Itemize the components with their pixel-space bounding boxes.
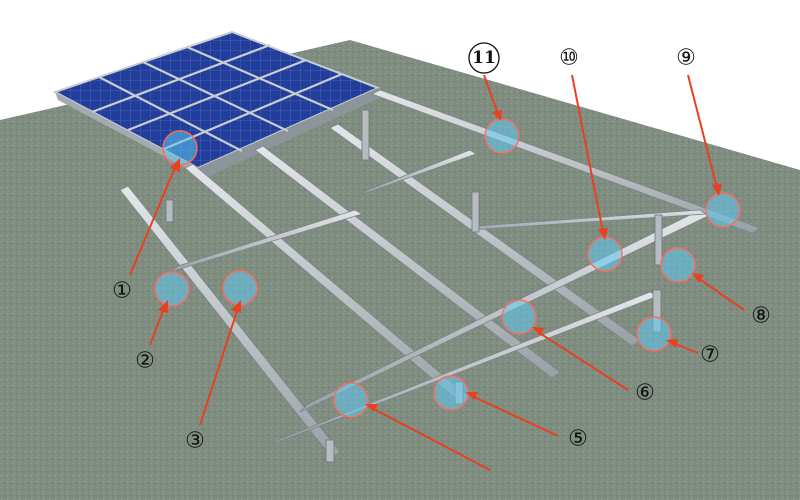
- callout-3: ③: [185, 429, 205, 454]
- callout-7: ⑦: [700, 343, 720, 368]
- callout-9: ⑨: [676, 46, 696, 71]
- callout-7-label: ⑦: [700, 343, 720, 368]
- highlight-8: [660, 247, 696, 283]
- callout-6-label: ⑥: [635, 381, 655, 406]
- mounting-rails: [119, 89, 761, 459]
- callout-1-label: ①: [112, 279, 132, 304]
- highlight-11: [484, 118, 520, 154]
- callout-5-label: ⑤: [568, 427, 588, 452]
- solar-panel-array: [52, 30, 384, 178]
- highlight-markers: [154, 118, 741, 418]
- callout-5: ⑤: [568, 427, 588, 452]
- callout-1: ①: [112, 279, 132, 304]
- callout-8-label: ⑧: [751, 304, 771, 329]
- callout-9-label: ⑨: [676, 46, 696, 71]
- callout-10-label: ⑩: [559, 46, 579, 71]
- highlight-2: [154, 271, 190, 307]
- highlight-3: [222, 270, 258, 306]
- highlight-4: [333, 382, 369, 418]
- callout-8: ⑧: [751, 304, 771, 329]
- callout-3-label: ③: [185, 429, 205, 454]
- highlight-9: [705, 192, 741, 228]
- callout-2-label: ②: [135, 349, 155, 374]
- highlight-5: [433, 375, 469, 411]
- leader-lines: [129, 74, 745, 471]
- callout-badges: ① ② ③ ⑤ ⑥ ⑦ ⑧ ⑨ ⑩ 11: [112, 42, 771, 454]
- highlight-7: [636, 316, 672, 352]
- highlight-6: [501, 299, 537, 335]
- callout-11-label: 11: [472, 48, 496, 68]
- highlight-10: [587, 236, 623, 272]
- callout-6: ⑥: [635, 381, 655, 406]
- callout-2: ②: [135, 349, 155, 374]
- callout-11: 11: [468, 42, 500, 74]
- callout-10: ⑩: [559, 46, 579, 71]
